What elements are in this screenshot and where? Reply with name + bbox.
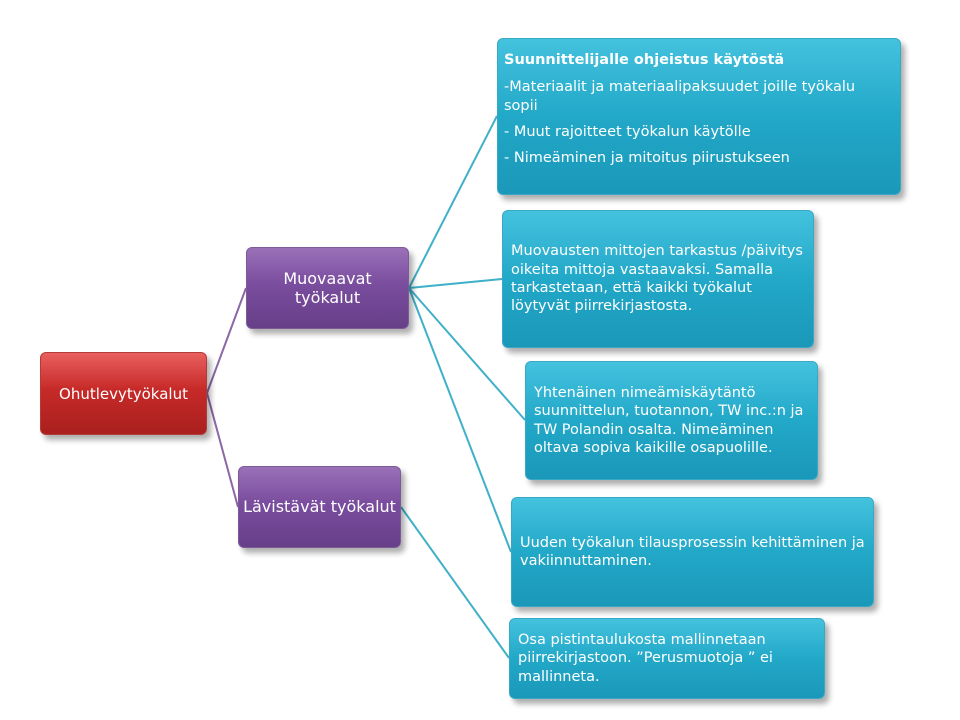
leaf-node-nimeamiskaytanto: Yhtenäinen nimeämiskäytäntö suunnittelun… bbox=[525, 361, 818, 480]
leaf-heading: Suunnittelijalle ohjeistus käytöstä bbox=[504, 52, 785, 68]
leaf-node-pistintaulukko: Osa pistintaulukosta mallinnetaan piirre… bbox=[509, 618, 825, 699]
connector-muovaavat-leaf-2 bbox=[408, 278, 503, 289]
connector-muovaavat-leaf-1 bbox=[408, 115, 498, 289]
leaf-text: Uuden työkalun tilausprosessin kehittämi… bbox=[520, 534, 865, 569]
leaf-text: Muovausten mittojen tarkastus /päivitys … bbox=[511, 243, 803, 315]
leaf-node-tilausprosessi: Uuden työkalun tilausprosessin kehittämi… bbox=[511, 497, 874, 607]
leaf-node-ohjeistus: Suunnittelijalle ohjeistus käytöstä -Mat… bbox=[497, 38, 901, 195]
leaf-node-mittojen-tarkastus: Muovausten mittojen tarkastus /päivitys … bbox=[502, 210, 814, 348]
connector-muovaavat-leaf-3 bbox=[408, 287, 526, 421]
connector-root-lavistavat bbox=[206, 392, 239, 508]
leaf-line: - Nimeäminen ja mitoitus piirustukseen bbox=[504, 150, 790, 167]
connector-lavistavat-leaf-1 bbox=[400, 506, 510, 659]
connector-root-muovaavat bbox=[206, 287, 247, 394]
branch-label-lavistavat: Lävistävät työkalut bbox=[243, 497, 396, 517]
leaf-line: -Materiaalit ja materiaalipaksuudet joil… bbox=[504, 79, 856, 114]
branch-node-muovaavat: Muovaavat työkalut bbox=[246, 247, 409, 329]
branch-node-lavistavat: Lävistävät työkalut bbox=[238, 466, 401, 548]
connector-muovaavat-leaf-4 bbox=[408, 287, 512, 553]
branch-label-muovaavat: Muovaavat työkalut bbox=[283, 268, 372, 307]
leaf-text: Osa pistintaulukosta mallinnetaan piirre… bbox=[518, 632, 773, 685]
leaf-text: Yhtenäinen nimeämiskäytäntö suunnittelun… bbox=[534, 384, 804, 456]
root-node: Ohutlevytyökalut bbox=[40, 352, 207, 435]
leaf-line: - Muut rajoitteet työkalun käytölle bbox=[504, 123, 751, 140]
root-label: Ohutlevytyökalut bbox=[59, 384, 188, 403]
